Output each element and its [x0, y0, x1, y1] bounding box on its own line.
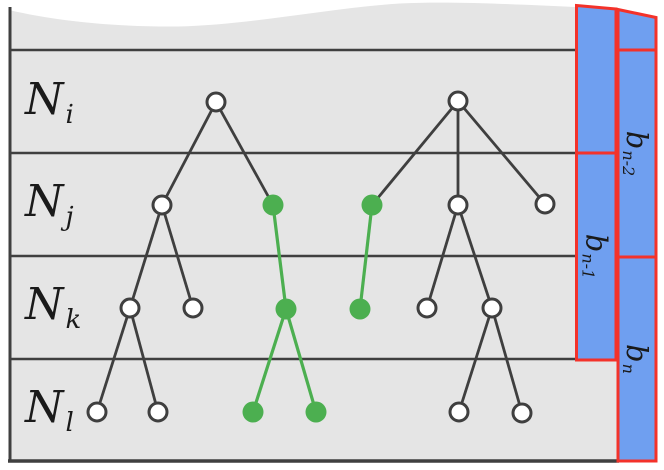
tree-edge-dark-root-right-j5: [456, 100, 547, 205]
level-label-k: Nk: [24, 279, 81, 335]
tree-node-white-l5: [448, 401, 470, 423]
tree-node-white-j5: [534, 193, 556, 215]
bucket-label-b-n-1: bn-1: [579, 234, 614, 279]
tree-edge-dark-k1-l2: [128, 307, 160, 413]
tree-edge-dark-root-right-j3: [370, 100, 460, 206]
tree-node-green-l4: [305, 401, 327, 423]
tree-edge-dark-root-left-j1: [160, 101, 218, 206]
tree-edge-dark-j1-k1: [128, 204, 164, 309]
level-label-l: Nl: [24, 382, 74, 438]
tree-node-white-root-right: [447, 90, 469, 112]
tree-node-white-k2: [182, 297, 204, 319]
bucket-segment-b-n-1: [575, 151, 618, 362]
tree-node-white-root-left: [205, 91, 227, 113]
tree-edge-dark-k1-l1: [95, 307, 132, 413]
tree-node-green-j2: [262, 194, 284, 216]
tree-node-white-l1: [86, 401, 108, 423]
tree-node-white-j1: [151, 194, 173, 216]
tree-node-white-j4: [447, 194, 469, 216]
bucket-segment-b-n-2: [616, 48, 658, 259]
tree-edge-green-k3-l3: [251, 308, 288, 413]
tree-node-green-j3: [361, 194, 383, 216]
figure-background-region: [9, 2, 656, 462]
bucket-segment-upper-right: [616, 7, 658, 52]
tree-node-green-k3: [275, 298, 297, 320]
tree-node-white-k5: [416, 297, 438, 319]
level-label-i: Ni: [24, 74, 74, 130]
tree-edge-dark-j1-k2: [160, 204, 195, 309]
tree-node-white-k6: [481, 297, 503, 319]
bucket-segment-b-n: [616, 255, 658, 463]
tree-node-white-k1: [119, 297, 141, 319]
tree-node-green-l3: [242, 401, 264, 423]
tree-edge-green-j2-k3: [271, 204, 288, 310]
tree-edge-dark-j4-k5: [425, 204, 460, 309]
tree-edge-dark-root-left-j2: [214, 101, 275, 206]
tree-node-white-l6: [511, 402, 533, 424]
tree-edge-dark-k6-l5: [457, 307, 494, 413]
tree-edge-green-j3-k4: [358, 204, 374, 310]
bucket-segment-upper-left: [575, 3, 618, 155]
tree-edge-dark-j4-k6: [456, 204, 494, 309]
tree-node-green-k4: [349, 298, 371, 320]
tree-edge-green-k3-l4: [284, 308, 318, 413]
tree-node-white-l2: [147, 401, 169, 423]
bucket-label-b-n: bn: [620, 344, 655, 374]
bucket-label-b-n-2: bn-2: [620, 131, 655, 176]
tree-edge-dark-k6-l6: [490, 307, 524, 414]
